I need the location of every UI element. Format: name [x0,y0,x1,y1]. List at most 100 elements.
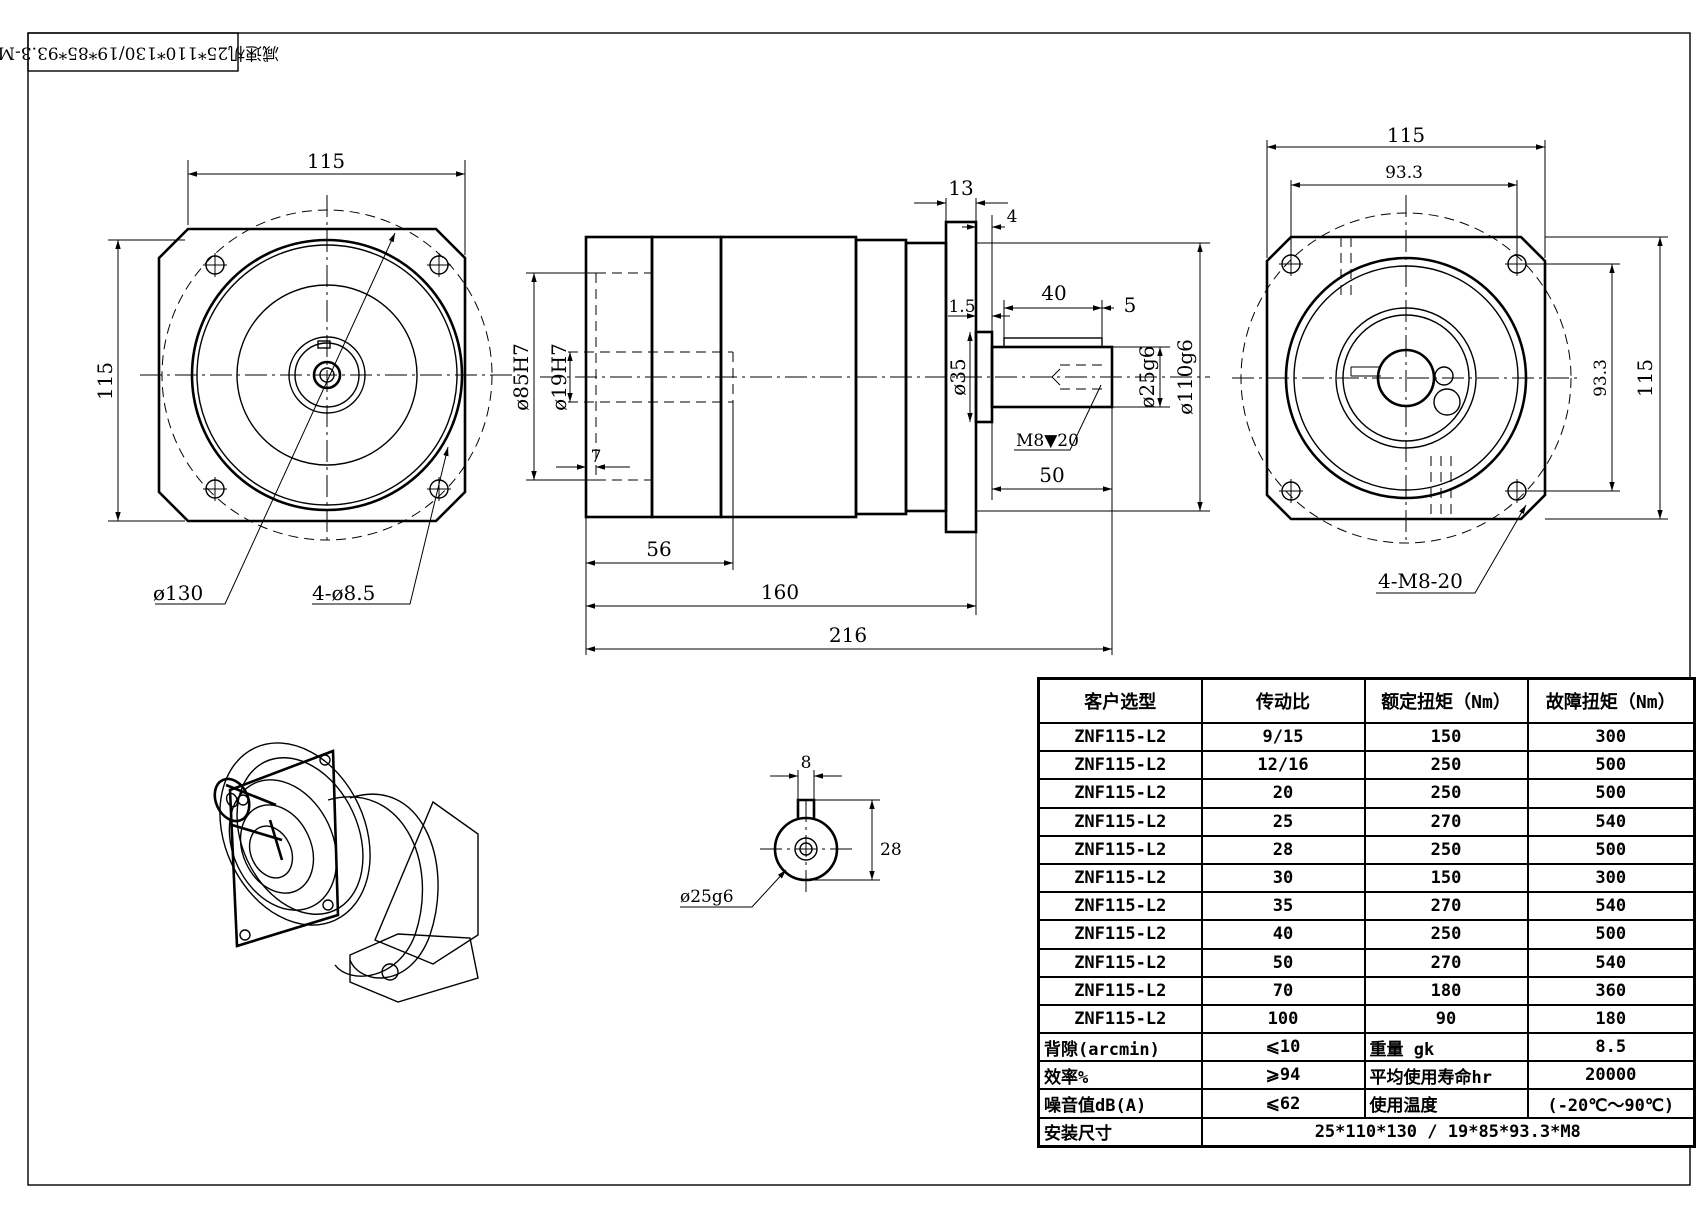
rated-torque-cell: 250 [1363,919,1529,950]
spec-row-mount: 安装尺寸 25*110*130 / 19*85*93.3*M8 [1037,1116,1696,1148]
backlash-label: 背隙(arcmin) [1037,1032,1203,1063]
model-cell: ZNF115-L2 [1037,947,1203,978]
fault-torque-cell: 500 [1526,778,1696,809]
fault-torque-cell: 300 [1526,721,1696,753]
rated-torque-cell: 250 [1363,750,1529,781]
side-key-len-dim: 40 [1041,281,1066,305]
side-view: 13 4 40 5 1.5 ø35 ø25g6 ø110g6 ø85H7 ø19… [509,176,1210,655]
rear-pcd-h-dim: 93.3 [1591,359,1611,397]
rated-torque-cell: 270 [1363,806,1529,837]
front-holes-label: 4-ø8.5 [312,581,375,605]
header-ratio: 传动比 [1200,677,1366,724]
ratio-cell: 35 [1200,891,1366,922]
side-d19-dim: ø19H7 [547,343,571,411]
rated-torque-cell: 150 [1363,862,1529,894]
iso-output-flange [228,749,340,948]
section-key-w-dim: 8 [801,753,812,773]
rear-small-circle-2 [1434,366,1454,386]
backlash-value: ⩽10 [1200,1032,1366,1063]
fault-torque-cell: 500 [1526,750,1696,781]
side-flange-thk-dim: 13 [948,176,973,200]
temp-label: 使用温度 [1363,1088,1529,1119]
header-rated-torque: 额定扭矩（Nm） [1363,677,1529,724]
side-len160-dim: 160 [761,580,799,604]
fault-torque-cell: 540 [1526,806,1696,837]
rated-torque-cell: 90 [1363,1003,1529,1035]
title-text: 减速机25*110*130/19*85*93.3-M8 [0,43,279,63]
front-pcd-label: ø130 [153,581,203,605]
life-value: 20000 [1526,1060,1696,1091]
efficiency-label: 效率% [1037,1060,1203,1091]
side-d85-dim: ø85H7 [509,343,533,411]
rear-holes-label: 4-M8-20 [1378,569,1463,593]
header-fault-torque: 故障扭矩（Nm） [1526,677,1696,724]
model-cell: ZNF115-L2 [1037,891,1203,922]
model-cell: ZNF115-L2 [1037,975,1203,1006]
ratio-cell: 70 [1200,975,1366,1006]
ratio-cell: 40 [1200,919,1366,950]
model-cell: ZNF115-L2 [1037,1003,1203,1035]
life-label: 平均使用寿命hr [1363,1060,1529,1091]
ratio-cell: 50 [1200,947,1366,978]
noise-value: ⩽62 [1200,1088,1366,1119]
weight-value: 8.5 [1526,1032,1696,1063]
fault-torque-cell: 500 [1526,834,1696,865]
shaft-section-view: 8 28 ø25g6 [680,753,902,908]
rated-torque-cell: 270 [1363,947,1529,978]
spec-row-backlash: 背隙(arcmin) ⩽10 重量 gk 8.5 [1037,1032,1696,1063]
rear-pcd-w-dim: 93.3 [1385,163,1423,183]
rear-flange-square [1265,235,1547,521]
spec-row-efficiency: 效率% ⩾94 平均使用寿命hr 20000 [1037,1060,1696,1091]
ratio-cell: 30 [1200,862,1366,894]
isometric-view [213,742,479,1003]
spec-row-noise: 噪音值dB(A) ⩽62 使用温度 (-20℃～90℃) [1037,1088,1696,1119]
model-cell: ZNF115-L2 [1037,806,1203,837]
model-cell: ZNF115-L2 [1037,919,1203,950]
fault-torque-cell: 500 [1526,919,1696,950]
side-d35-dim: ø35 [946,358,970,396]
front-mount-holes [203,253,451,501]
front-height-dim: 115 [93,362,117,400]
rated-torque-cell: 250 [1363,778,1529,809]
front-flange-square [157,227,467,523]
model-cell: ZNF115-L2 [1037,834,1203,865]
rated-torque-cell: 180 [1363,975,1529,1006]
model-cell: ZNF115-L2 [1037,778,1203,809]
fault-torque-cell: 540 [1526,891,1696,922]
rear-view: 115 93.3 93.3 115 4-M8-20 [1232,123,1668,594]
title-block: 减速机25*110*130/19*85*93.3-M8 [0,32,279,72]
front-view: 115 115 ø130 4-ø8.5 [93,149,520,605]
model-cell: ZNF115-L2 [1037,721,1203,753]
noise-label: 噪音值dB(A) [1037,1088,1203,1119]
mount-label: 安装尺寸 [1037,1116,1203,1148]
ratio-cell: 25 [1200,806,1366,837]
rear-small-circle-1 [1433,388,1461,416]
rear-width-dim: 115 [1387,123,1425,147]
side-key-off-dim: 5 [1124,293,1137,317]
side-d25-dim: ø25g6 [1135,345,1159,408]
model-cell: ZNF115-L2 [1037,862,1203,894]
ratio-cell: 28 [1200,834,1366,865]
fault-torque-cell: 540 [1526,947,1696,978]
weight-label: 重量 gk [1363,1032,1529,1063]
side-len56-dim: 56 [646,537,671,561]
front-width-dim: 115 [307,149,345,173]
section-dia-label: ø25g6 [680,887,734,907]
section-key-h-dim: 28 [880,840,902,860]
side-off7-dim: 7 [591,447,602,467]
ratio-cell: 100 [1200,1003,1366,1035]
ratio-cell: 12/16 [1200,750,1366,781]
side-key [1003,337,1103,348]
side-thread-label: M8▼20 [1016,431,1079,451]
